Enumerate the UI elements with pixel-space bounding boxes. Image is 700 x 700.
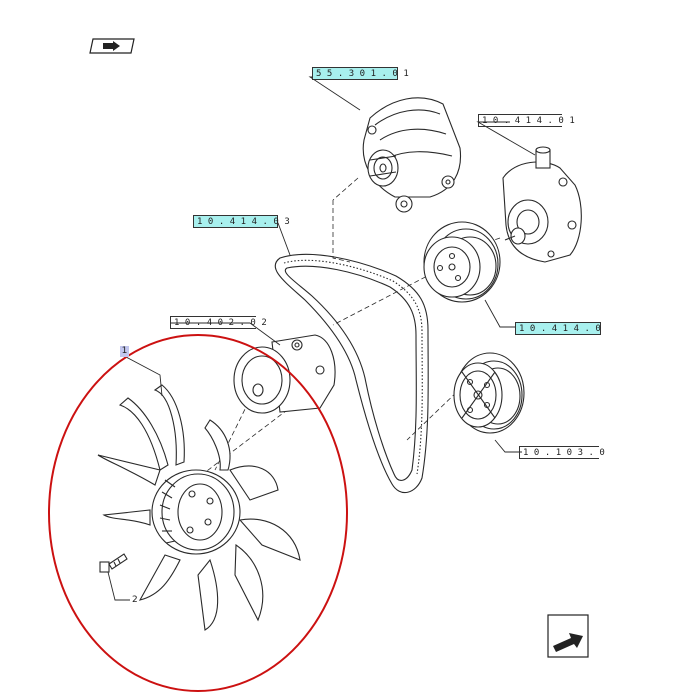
water-pump-part[interactable] — [502, 146, 582, 263]
idler-pulley-part[interactable] — [423, 221, 501, 303]
alternator-part[interactable] — [362, 97, 462, 213]
next-button[interactable] — [547, 614, 589, 658]
ref-label-alternator[interactable]: 55.301.01 — [312, 67, 409, 80]
ref-label-pulley[interactable]: 10.414.0 — [515, 322, 601, 335]
back-button[interactable] — [89, 38, 135, 54]
highlight-circle — [48, 334, 348, 692]
tensioner-part[interactable] — [233, 334, 336, 414]
next-arrow-icon — [547, 614, 589, 658]
item-number-fan-hub[interactable]: 1 — [120, 346, 129, 357]
fan-part[interactable] — [97, 384, 301, 631]
bolt-part[interactable] — [99, 553, 128, 573]
back-arrow-icon — [89, 38, 135, 54]
drive-belt-part[interactable] — [274, 253, 429, 494]
ref-label-water-pump[interactable]: 10.414.01 — [478, 114, 575, 127]
ref-label-crank-pulley[interactable]: 10.103.0 — [519, 446, 605, 459]
ref-label-tensioner[interactable]: 10.402.02 — [170, 316, 267, 329]
crankshaft-pulley-part[interactable] — [453, 352, 525, 434]
ref-label-belt[interactable]: 10.414.03 — [193, 215, 290, 228]
item-number-bolt[interactable]: 2 — [132, 595, 138, 605]
